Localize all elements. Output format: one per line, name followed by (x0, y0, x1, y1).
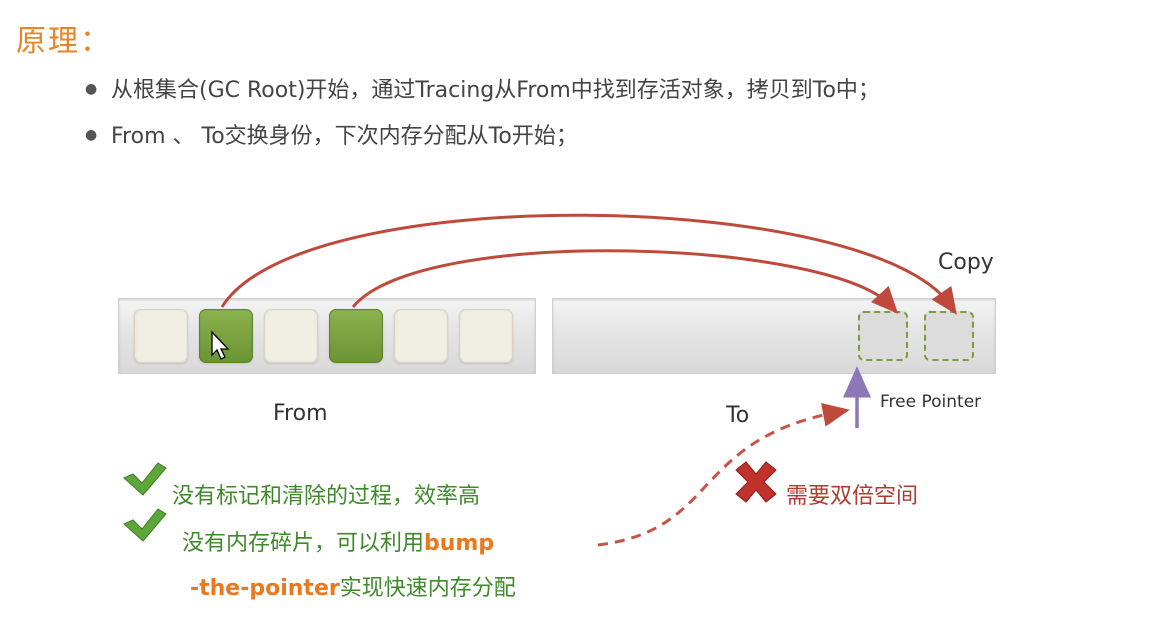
bullet-dot-icon: ● (85, 127, 98, 143)
cross-icon (735, 461, 777, 503)
live-object-cell (329, 309, 383, 363)
advantage-no-mark-sweep: 没有标记和清除的过程，效率高 (172, 484, 481, 509)
to-space-bar (552, 298, 996, 374)
advantage-fast-allocation: -the-pointer实现快速内存分配 (190, 570, 516, 602)
bump-highlight: bump (424, 531, 495, 556)
bump-pointer-dashed-arrow (597, 403, 850, 547)
bullet-text: From 、 To交换身份，下次内存分配从To开始； (111, 124, 578, 149)
advantage-text: 没有内存碎片，可以利用 (182, 531, 425, 556)
disadvantage-double-space: 需要双倍空间 (786, 484, 919, 509)
page-title: 原理： (16, 24, 112, 59)
bullet-dot-icon: ● (85, 81, 98, 97)
from-label: From (273, 401, 328, 426)
copied-object-slot (858, 311, 908, 361)
bullet-item: ● 从根集合(GC Root)开始，通过Tracing从From中找到存活对象，拷… (85, 72, 880, 104)
free-pointer-label: Free Pointer (880, 392, 982, 412)
check-icon (123, 462, 167, 496)
check-icon (123, 508, 167, 542)
copy-arrow-inner (351, 249, 899, 314)
bullet-text: 从根集合(GC Root)开始，通过Tracing从From中找到存活对象，拷贝… (111, 78, 880, 103)
bullet-item: ● From 、 To交换身份，下次内存分配从To开始； (85, 118, 578, 150)
object-cell (264, 309, 318, 363)
object-cell (134, 309, 188, 363)
object-cell (459, 309, 513, 363)
advantage-no-fragmentation: 没有内存碎片，可以利用bump (182, 525, 494, 557)
copied-object-slot (924, 311, 974, 361)
advantage-text: 实现快速内存分配 (339, 576, 516, 601)
the-pointer-highlight: -the-pointer (190, 576, 340, 601)
to-label: To (726, 403, 750, 428)
copy-arrow-outer (220, 213, 957, 315)
object-cell (394, 309, 448, 363)
copy-label: Copy (938, 250, 994, 275)
